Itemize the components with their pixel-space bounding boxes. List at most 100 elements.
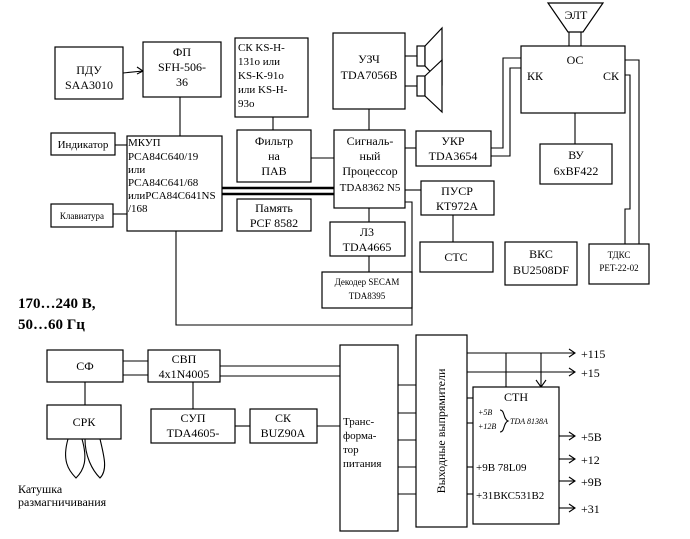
svg-text:KS-K-91o: KS-K-91o: [238, 70, 284, 82]
svg-text:СРК: СРК: [73, 415, 97, 429]
wires: [65, 32, 640, 509]
svg-text:4x1N4005: 4x1N4005: [159, 367, 210, 381]
svg-text:+115: +115: [581, 347, 605, 361]
block-processor: Сигналь- ный Процессор TDA8362 N5: [333, 129, 406, 209]
block-sf: СФ: [46, 349, 124, 383]
svg-text:TDA4665: TDA4665: [343, 240, 392, 254]
svg-text:Индикатор: Индикатор: [58, 139, 109, 151]
block-rectifiers: Выходные выпрямители: [415, 334, 468, 528]
svg-text:Клавиатура: Клавиатура: [60, 211, 104, 221]
svg-text:TDA7056B: TDA7056B: [341, 68, 398, 82]
i2c-bus: [222, 186, 334, 196]
svg-text:КТ972А: КТ972А: [436, 199, 478, 213]
svg-text:размагничивания: размагничивания: [18, 495, 107, 509]
svg-text:TDA8395: TDA8395: [349, 291, 386, 301]
svg-text:93o: 93o: [238, 98, 255, 110]
svg-text:+15: +15: [581, 366, 600, 380]
svg-text:МКУП: МКУП: [128, 137, 161, 149]
output-arrows: [568, 348, 576, 513]
svg-text:на: на: [268, 149, 280, 163]
svg-text:+12В: +12В: [478, 422, 496, 431]
svg-text:СТН: СТН: [504, 390, 528, 404]
svg-text:форма-: форма-: [343, 430, 377, 442]
svg-text:ФП: ФП: [173, 45, 191, 59]
block-klaviatura: Клавиатура: [50, 203, 114, 228]
svg-text:СК: СК: [603, 69, 620, 83]
block-uzch: УЗЧ TDA7056B: [332, 32, 406, 110]
speakers: [416, 26, 443, 114]
svg-text:илиPCA84C641NS: илиPCA84C641NS: [128, 190, 216, 202]
output-labels: +115 +15 +5В +12 +9В +31: [581, 347, 605, 516]
svg-text:Процессор: Процессор: [342, 164, 397, 178]
pdu-chip: SAA3010: [65, 78, 113, 92]
svg-text:/168: /168: [128, 203, 148, 215]
svg-text:PCA84C640/19: PCA84C640/19: [128, 151, 199, 163]
svg-text:PCF 8582: PCF 8582: [250, 216, 298, 230]
svg-text:ный: ный: [360, 149, 381, 163]
block-tdks: ТДКС PET-22-02: [588, 243, 650, 285]
svg-text:ОС: ОС: [567, 53, 584, 67]
block-filter: Фильтр на ПАВ: [236, 129, 312, 183]
block-elt: ЭЛТ: [546, 2, 605, 33]
block-transformer: Транс- форма- тор питания: [339, 344, 399, 532]
svg-text:СФ: СФ: [76, 359, 93, 373]
block-indicator: Индикатор: [50, 132, 116, 156]
svg-text:TDA8362 N5: TDA8362 N5: [340, 182, 401, 194]
svg-text:ТДКС: ТДКС: [608, 250, 631, 260]
svg-text:TDA3654: TDA3654: [429, 149, 478, 163]
block-sk-ks: СК KS-H- 131o или KS-K-91o или KS-H- 93o: [234, 37, 309, 118]
svg-text:BU2508DF: BU2508DF: [513, 263, 569, 277]
block-dekoder: Декодер SECAM TDA8395: [321, 271, 413, 309]
pdu-label: ПДУ: [76, 63, 102, 77]
svg-text:ПАВ: ПАВ: [261, 164, 286, 178]
svg-text:+31ВКС531В2: +31ВКС531В2: [476, 490, 544, 502]
block-stc: СТС: [419, 241, 494, 273]
svg-text:Транс-: Транс-: [343, 416, 374, 428]
svg-text:170…240 В,: 170…240 В,: [18, 296, 96, 312]
svg-text:50…60 Гц: 50…60 Гц: [18, 317, 85, 333]
svg-text:Декодер SECAM: Декодер SECAM: [335, 277, 400, 287]
block-l3: Л3 TDA4665: [329, 221, 406, 257]
svg-text:+9В 78L09: +9В 78L09: [476, 462, 527, 474]
block-stn: СТН +5В +12В TDA 8138A +9В 78L09 +31ВКС5…: [472, 386, 560, 525]
block-ck-buz: СК BUZ90A: [249, 408, 318, 444]
block-pdu: ПДУ SAA3010: [54, 46, 124, 100]
block-pusr: ПУСР КТ972А: [420, 180, 495, 216]
block-mkup: МКУП PCA84C640/19 или PCA84C641/68 илиPC…: [126, 135, 223, 232]
svg-text:+5В: +5В: [478, 408, 492, 417]
svg-text:+12: +12: [581, 453, 600, 467]
svg-text:SFH-506-: SFH-506-: [158, 60, 206, 74]
svg-text:PCA84C641/68: PCA84C641/68: [128, 177, 199, 189]
svg-text:СУП: СУП: [180, 411, 205, 425]
svg-text:TDA 8138A: TDA 8138A: [510, 417, 548, 426]
svg-text:Л3: Л3: [360, 225, 374, 239]
svg-text:ПУСР: ПУСР: [441, 184, 473, 198]
svg-text:УКР: УКР: [441, 134, 465, 148]
block-os: ОС КК СК: [520, 45, 626, 114]
block-fp: ФП SFH-506- 36: [142, 41, 222, 98]
block-pamyat: Память PCF 8582: [236, 198, 312, 232]
svg-text:КК: КК: [527, 69, 544, 83]
block-ukr: УКР TDA3654: [415, 130, 492, 167]
svg-text:или KS-H-: или KS-H-: [238, 84, 288, 96]
coil-label: Катушка размагничивания: [18, 482, 107, 509]
svg-text:СК KS-H-: СК KS-H-: [238, 42, 285, 54]
svg-text:Память: Память: [255, 201, 293, 215]
block-svp: СВП 4x1N4005: [147, 349, 221, 383]
svg-text:или: или: [128, 164, 145, 176]
svg-text:131o или: 131o или: [238, 56, 280, 68]
svg-text:+5В: +5В: [581, 430, 602, 444]
svg-text:TDA4605-: TDA4605-: [167, 426, 220, 440]
block-sup: СУП TDA4605-: [150, 408, 236, 444]
svg-text:PET-22-02: PET-22-02: [599, 263, 638, 273]
svg-text:тор: тор: [343, 444, 359, 456]
svg-text:СК: СК: [275, 411, 292, 425]
svg-text:СВП: СВП: [172, 352, 197, 366]
svg-text:ЭЛТ: ЭЛТ: [565, 8, 588, 22]
svg-text:+9В: +9В: [581, 475, 602, 489]
svg-text:ВКС: ВКС: [529, 247, 553, 261]
svg-text:СТС: СТС: [444, 250, 467, 264]
svg-text:питания: питания: [343, 458, 381, 470]
svg-text:Катушка: Катушка: [18, 482, 63, 496]
